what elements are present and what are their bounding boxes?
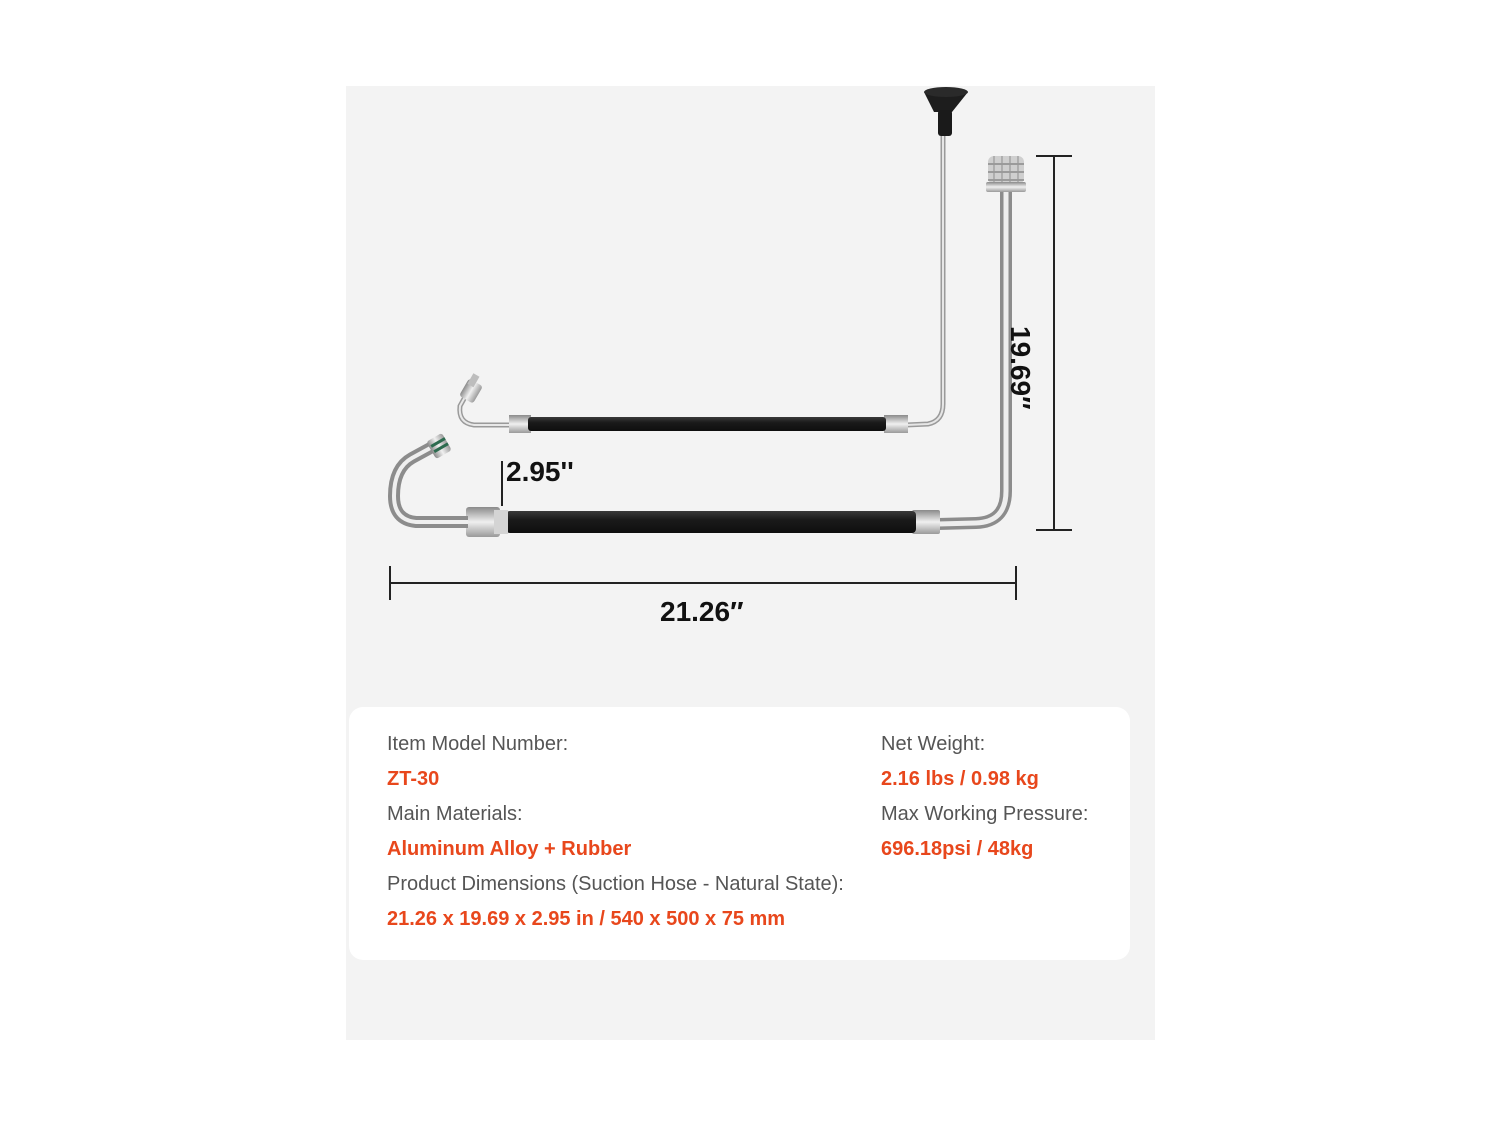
materials-label: Main Materials: <box>387 803 523 825</box>
height-dimension-line <box>1036 155 1072 531</box>
product-panel: 21.26″ 19.69″ 2.95'' Item Model Number: … <box>346 86 1155 1040</box>
height-dimension-label: 19.69″ <box>1005 326 1036 410</box>
valve-tip-icon <box>460 373 482 403</box>
max-pressure-value: 696.18psi / 48kg <box>881 838 1034 860</box>
max-pressure-label: Max Working Pressure: <box>881 803 1089 825</box>
materials-value: Aluminum Alloy + Rubber <box>387 838 632 860</box>
net-weight-value: 2.16 lbs / 0.98 kg <box>881 768 1039 790</box>
spec-column-left: Item Model Number: ZT-30 Main Materials:… <box>387 727 844 937</box>
diameter-dimension-label: 2.95'' <box>506 456 574 487</box>
model-number-label: Item Model Number: <box>387 733 569 755</box>
upper-hose-assembly <box>457 87 968 433</box>
model-number-value: ZT-30 <box>387 768 440 790</box>
width-dimension-line <box>389 566 1017 600</box>
knob-icon <box>924 87 968 136</box>
width-dimension-label: 21.26″ <box>660 596 744 627</box>
connector-tip-icon <box>427 433 451 459</box>
dimensions-value: 21.26 x 19.69 x 2.95 in / 540 x 500 x 75… <box>387 908 786 930</box>
product-drawing <box>387 87 1072 600</box>
net-weight-label: Net Weight: <box>881 733 986 755</box>
spec-column-right: Net Weight: 2.16 lbs / 0.98 kg Max Worki… <box>881 727 1088 867</box>
spec-card: Item Model Number: ZT-30 Main Materials:… <box>349 707 1130 960</box>
dimensions-label: Product Dimensions (Suction Hose - Natur… <box>387 873 844 895</box>
strainer-icon <box>986 156 1026 192</box>
lower-hose-assembly <box>387 156 1026 537</box>
